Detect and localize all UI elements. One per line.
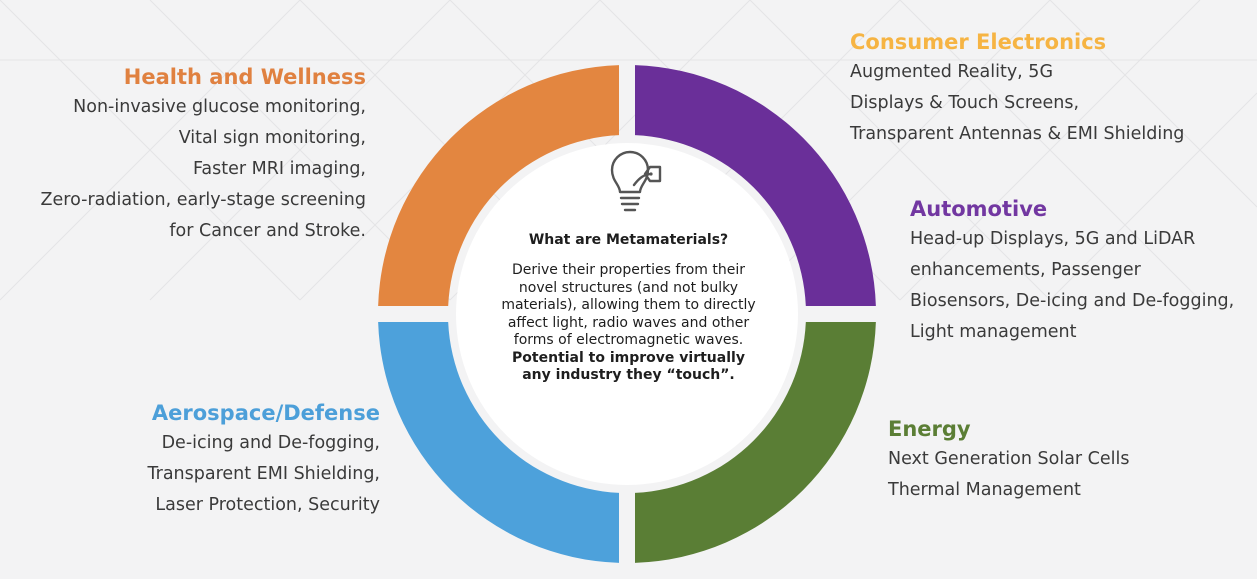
health-line: for Cancer and Stroke.: [169, 221, 366, 241]
aerospace-title: Aerospace/Defense: [151, 401, 380, 425]
health-line: Zero-radiation, early-stage screening: [40, 190, 366, 210]
center-question: What are Metamaterials?: [528, 232, 729, 248]
aerospace-line: Laser Protection, Security: [155, 495, 380, 515]
consumer-title: Consumer Electronics: [850, 30, 1107, 54]
aerospace-line: De-icing and De-fogging,: [161, 433, 380, 453]
consumer-line: Transparent Antennas & EMI Shielding: [850, 124, 1185, 144]
ring-segment-aerospace: [378, 322, 619, 563]
automotive-line: Biosensors, De-icing and De-fogging,: [910, 291, 1235, 311]
ring-segment-energy: [635, 322, 876, 563]
health-wellness-block: Health and Wellness Non-invasive glucose…: [0, 62, 366, 247]
energy-line: Next Generation Solar Cells: [888, 449, 1130, 469]
energy-block: Energy Next Generation Solar Cells Therm…: [888, 414, 1130, 506]
center-emphasis: Potential to improve virtually any indus…: [512, 349, 745, 384]
consumer-electronics-block: Consumer Electronics Augmented Reality, …: [850, 27, 1184, 150]
automotive-block: Automotive Head-up Displays, 5G and LiDA…: [910, 194, 1234, 348]
energy-title: Energy: [888, 417, 971, 441]
center-description: Derive their properties from their novel…: [501, 262, 756, 348]
aerospace-line: Transparent EMI Shielding,: [147, 464, 380, 484]
consumer-line: Augmented Reality, 5G: [850, 62, 1054, 82]
consumer-line: Displays & Touch Screens,: [850, 93, 1080, 113]
lightbulb-tag-icon: [590, 145, 670, 224]
health-title: Health and Wellness: [123, 65, 366, 89]
ring-segment-automotive: [635, 65, 876, 307]
automotive-line: enhancements, Passenger: [910, 260, 1141, 280]
automotive-line: Head-up Displays, 5G and LiDAR: [910, 229, 1196, 249]
health-line: Non-invasive glucose monitoring,: [73, 97, 366, 117]
automotive-title: Automotive: [910, 197, 1048, 221]
ring-segment-health: [378, 65, 619, 307]
center-definition: What are Metamaterials? Derive their pro…: [500, 232, 757, 385]
health-line: Vital sign monitoring,: [178, 128, 366, 148]
center-disc: [456, 143, 798, 485]
automotive-line: Light management: [910, 322, 1077, 342]
aerospace-defense-block: Aerospace/Defense De-icing and De-foggin…: [0, 398, 380, 521]
energy-line: Thermal Management: [888, 480, 1081, 500]
health-line: Faster MRI imaging,: [192, 159, 366, 179]
